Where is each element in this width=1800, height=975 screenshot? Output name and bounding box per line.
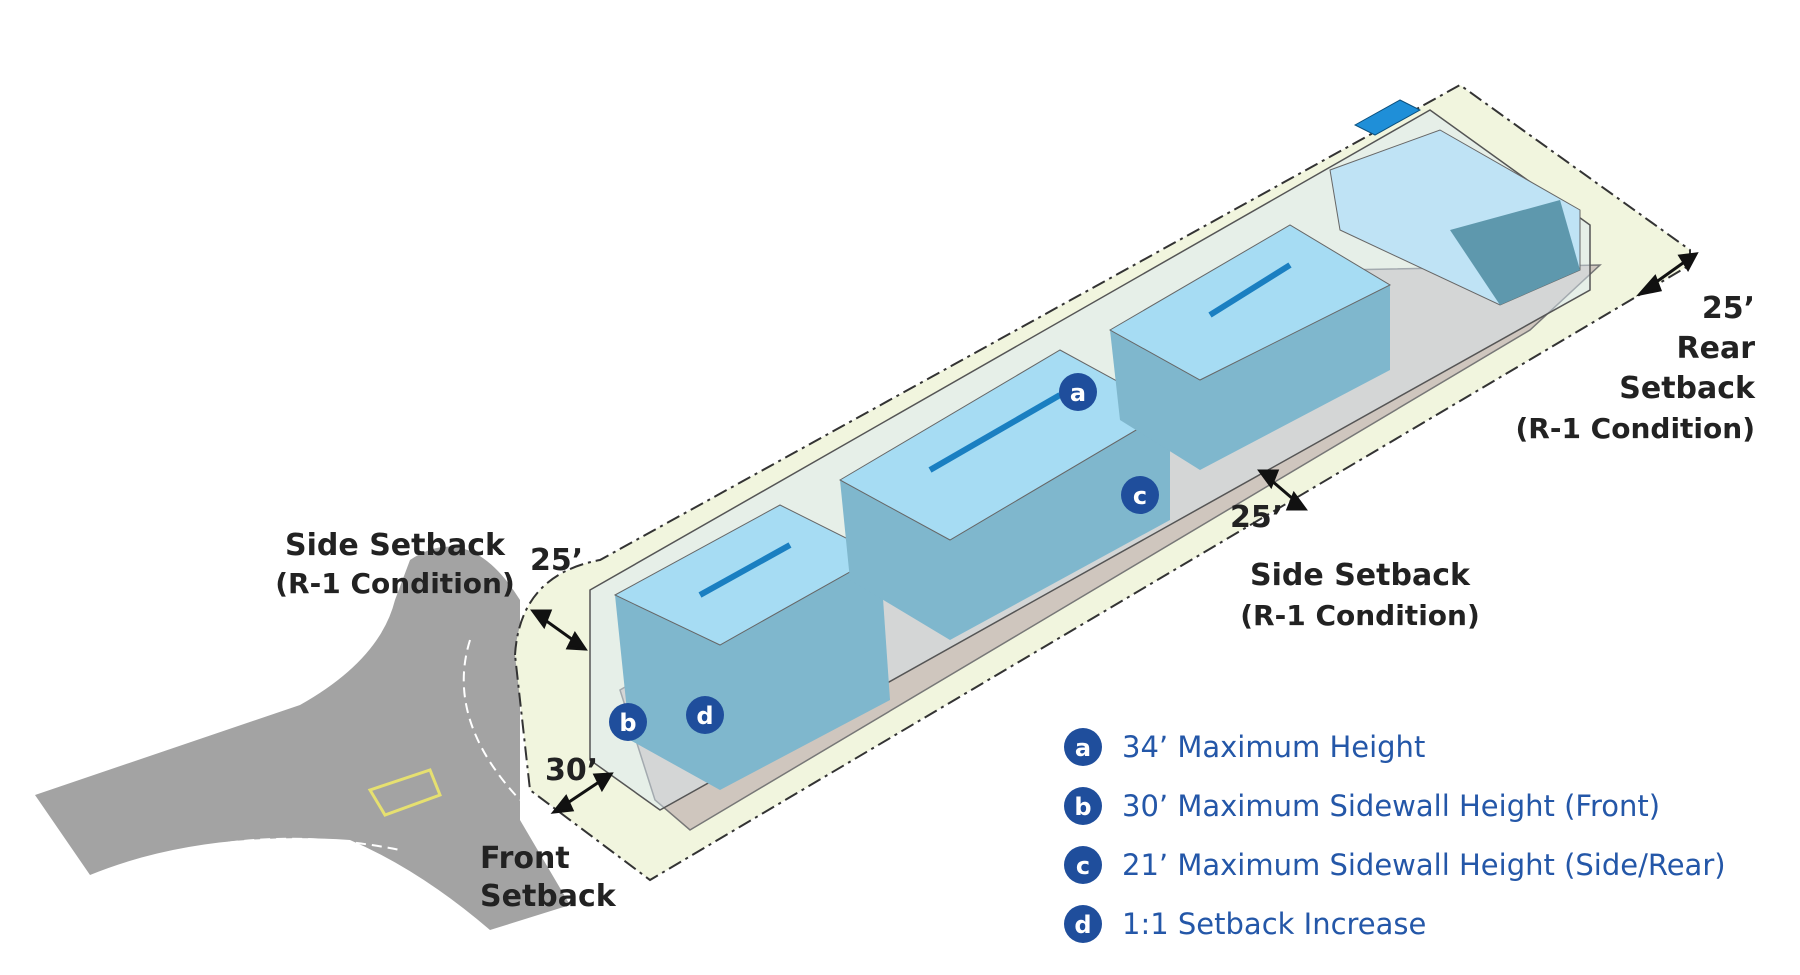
svg-text:d: d — [696, 702, 713, 730]
marker-c: c — [1121, 476, 1159, 514]
side-left-title: Side Setback — [285, 528, 506, 563]
svg-text:b: b — [619, 709, 636, 737]
side-right-title: Side Setback — [1250, 558, 1471, 593]
svg-text:c: c — [1133, 482, 1147, 510]
front-setback-value: 30’ — [545, 753, 598, 788]
svg-text:c: c — [1076, 852, 1090, 880]
rear-setback-condition: (R-1 Condition) — [1515, 412, 1755, 445]
rear-setback-label: 25’ Rear Setback (R-1 Condition) — [1515, 291, 1756, 445]
building-4-rear — [1329, 99, 1581, 306]
side-left-condition: (R-1 Condition) — [275, 567, 515, 600]
marker-b: b — [609, 703, 647, 741]
legend-item-d: d 1:1 Setback Increase — [1064, 905, 1426, 943]
front-setback-label: 30’ Front Setback — [480, 753, 617, 914]
svg-text:d: d — [1074, 911, 1091, 939]
side-setback-right-label: 25’ Side Setback (R-1 Condition) — [1230, 500, 1480, 632]
svg-text:b: b — [1074, 793, 1091, 821]
side-right-value: 25’ — [1230, 500, 1283, 535]
side-setback-left-label: Side Setback (R-1 Condition) 25’ — [275, 528, 583, 600]
front-setback-line2: Setback — [480, 879, 617, 914]
legend-item-a: a 34’ Maximum Height — [1064, 728, 1425, 766]
legend-item-c: c 21’ Maximum Sidewall Height (Side/Rear… — [1064, 846, 1726, 884]
rear-setback-title: Rear — [1677, 331, 1756, 366]
front-setback-title: Front — [480, 841, 570, 876]
rear-setback-value: 25’ — [1702, 291, 1755, 326]
legend-text-c: 21’ Maximum Sidewall Height (Side/Rear) — [1122, 848, 1726, 882]
legend-text-a: 34’ Maximum Height — [1122, 730, 1425, 764]
marker-a: a — [1059, 373, 1097, 411]
svg-text:a: a — [1070, 379, 1086, 407]
legend: a 34’ Maximum Height b 30’ Maximum Sidew… — [1064, 728, 1726, 943]
dimension-arrows — [530, 252, 1699, 814]
side-right-condition: (R-1 Condition) — [1240, 599, 1480, 632]
legend-item-b: b 30’ Maximum Sidewall Height (Front) — [1064, 787, 1660, 825]
legend-text-d: 1:1 Setback Increase — [1122, 907, 1426, 941]
svg-text:a: a — [1075, 734, 1091, 762]
side-left-value: 25’ — [530, 543, 583, 578]
street — [35, 546, 570, 930]
marker-d: d — [686, 696, 724, 734]
building-3 — [1108, 224, 1392, 470]
building-1 — [613, 504, 890, 790]
rear-setback-line2: Setback — [1619, 371, 1756, 406]
legend-text-b: 30’ Maximum Sidewall Height (Front) — [1122, 789, 1660, 823]
